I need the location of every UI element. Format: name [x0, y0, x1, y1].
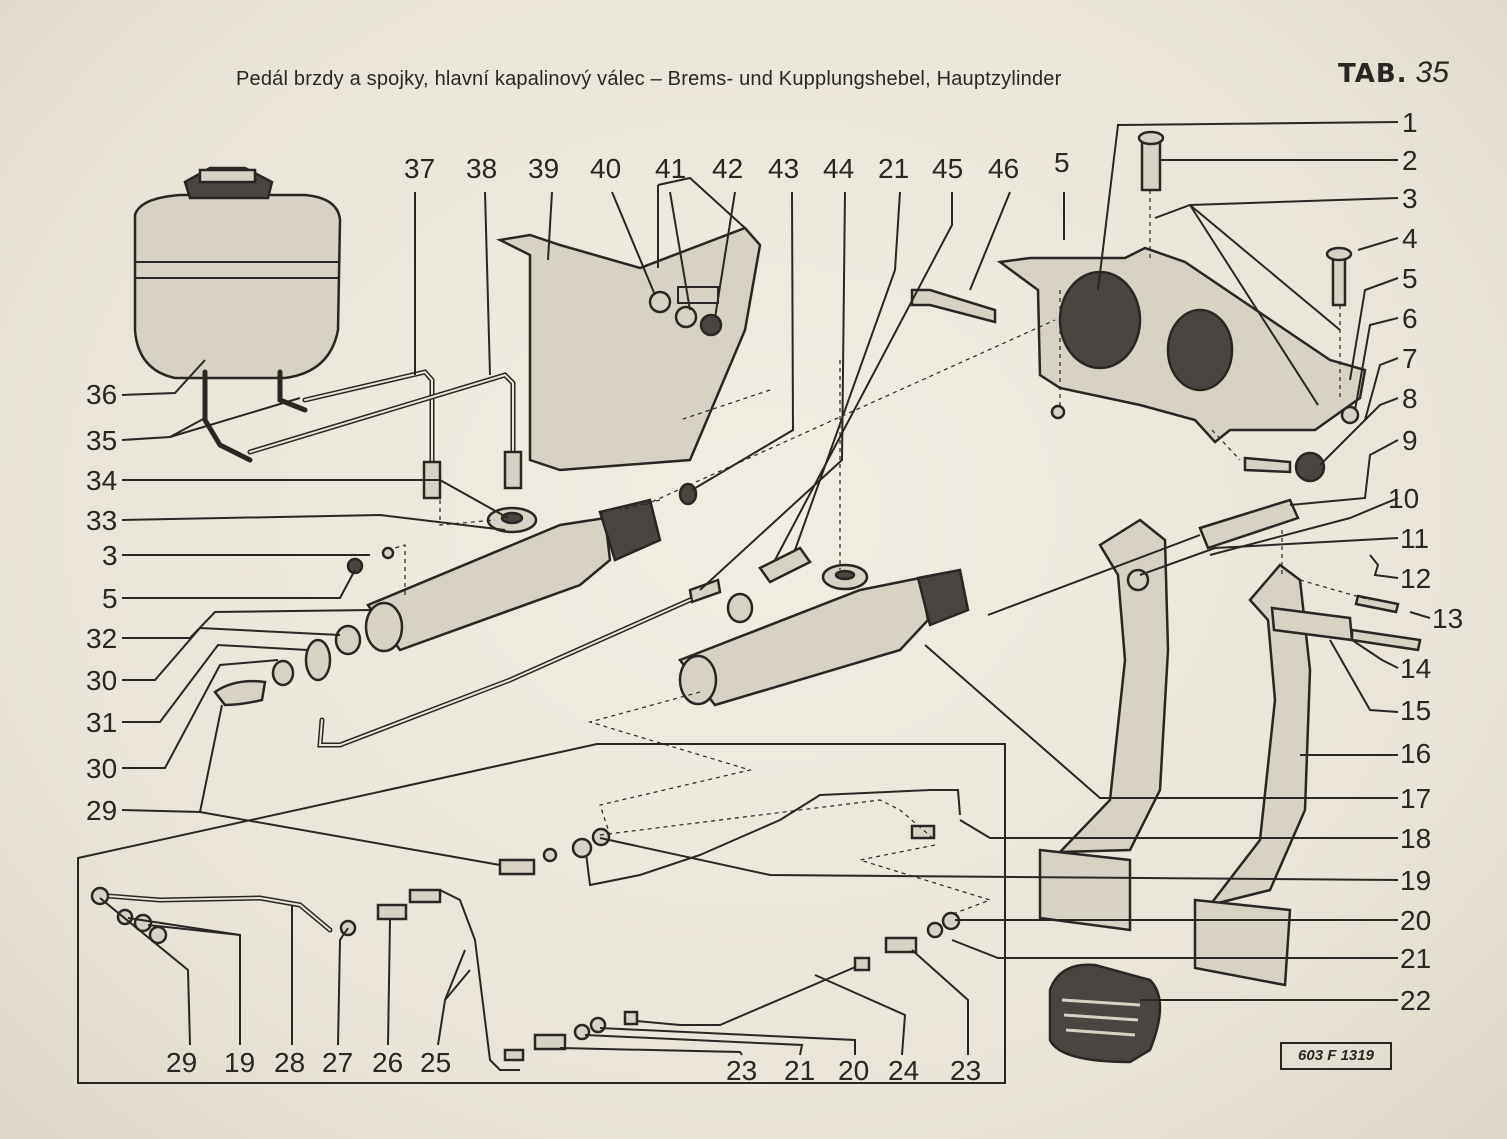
table-word: TAB.: [1338, 59, 1408, 89]
callout-21: 21: [878, 153, 909, 184]
callout-15: 15: [1400, 695, 1431, 726]
inset-frame: [77, 743, 1006, 1084]
cylinder-bracket: [496, 176, 762, 472]
callout-1: 1: [1402, 107, 1418, 138]
callout-5: 5: [1402, 263, 1418, 294]
feed-pipes: [247, 369, 523, 500]
drawing-code-box: 603 F 1319: [1280, 1042, 1392, 1070]
callout-8: 8: [1402, 383, 1418, 414]
clutch-pedal: [1038, 518, 1170, 932]
brake-pedal: [1193, 563, 1422, 987]
table-label: TAB.35: [1338, 56, 1449, 90]
callout-33: 33: [86, 505, 117, 536]
callout-11: 11: [1400, 523, 1429, 554]
callout-2: 2: [1402, 145, 1418, 176]
callout-35: 35: [86, 425, 117, 456]
callout-3: 3: [1402, 183, 1418, 214]
callout-23: 23: [726, 1055, 757, 1086]
callout-41: 41: [655, 153, 686, 184]
callout-37: 37: [404, 153, 435, 184]
leader-lines: [99, 121, 1431, 1056]
callout-29: 29: [166, 1047, 197, 1078]
callout-25: 25: [420, 1047, 451, 1078]
brake-master-cylinder: [677, 546, 970, 707]
callout-14: 14: [1400, 653, 1431, 684]
pedal-bracket: [910, 130, 1367, 483]
callout-42: 42: [712, 153, 743, 184]
callout-44: 44: [823, 153, 854, 184]
clutch-master-cylinder: [213, 482, 698, 707]
callout-23-b: 23: [950, 1055, 981, 1086]
callouts-top: 37 38 39 40 41 42 43 44 21 45 46 5: [404, 147, 1070, 184]
callout-16: 16: [1400, 738, 1431, 769]
table-number: 35: [1415, 56, 1449, 89]
callout-24: 24: [888, 1055, 919, 1086]
callout-17: 17: [1400, 783, 1431, 814]
callout-27: 27: [322, 1047, 353, 1078]
callout-7: 7: [1402, 343, 1418, 374]
callout-31: 31: [86, 707, 117, 738]
pedal-pad: [1048, 963, 1162, 1064]
callout-34: 34: [86, 465, 117, 496]
callout-46: 46: [988, 153, 1019, 184]
push-rod: [987, 498, 1400, 616]
callouts-left: 36 35 34 33 3 5 32 30 31 30 29: [86, 379, 118, 826]
callout-12: 12: [1400, 563, 1431, 594]
callout-13: 13: [1432, 603, 1463, 634]
callout-29: 29: [86, 795, 117, 826]
inset-lines: [90, 789, 961, 1071]
callout-19: 19: [224, 1047, 255, 1078]
callout-20: 20: [838, 1055, 869, 1086]
callout-38: 38: [466, 153, 497, 184]
page-caption: Pedál brzdy a spojky, hlavní kapalinový …: [236, 68, 1062, 90]
callout-39: 39: [528, 153, 559, 184]
callout-43: 43: [768, 153, 799, 184]
callout-30-b: 30: [86, 753, 117, 784]
callout-21: 21: [1400, 943, 1431, 974]
callout-9: 9: [1402, 425, 1418, 456]
assembly-lines: [394, 190, 1371, 916]
callout-40: 40: [590, 153, 621, 184]
callouts-inset: 29 19 28 27 26 25 23 21 20 24 23: [166, 1047, 981, 1086]
fluid-reservoir: [133, 166, 342, 463]
callouts-right: 1 2 3 4 5 6 7 8 9 10 11 12 13 14 15 16 1…: [1388, 107, 1463, 1016]
callout-6: 6: [1402, 303, 1418, 334]
callout-28: 28: [274, 1047, 305, 1078]
callout-45: 45: [932, 153, 963, 184]
callout-32: 32: [86, 623, 117, 654]
callout-5: 5: [102, 583, 118, 614]
callout-10: 10: [1388, 483, 1419, 514]
callout-21: 21: [784, 1055, 815, 1086]
callout-4: 4: [1402, 223, 1418, 254]
callout-26: 26: [372, 1047, 403, 1078]
callout-3: 3: [102, 540, 118, 571]
callout-19: 19: [1400, 865, 1431, 896]
callout-22: 22: [1400, 985, 1431, 1016]
callout-5: 5: [1054, 147, 1070, 178]
callout-36: 36: [86, 379, 117, 410]
callout-30: 30: [86, 665, 117, 696]
callout-18: 18: [1400, 823, 1431, 854]
callout-20: 20: [1400, 905, 1431, 936]
